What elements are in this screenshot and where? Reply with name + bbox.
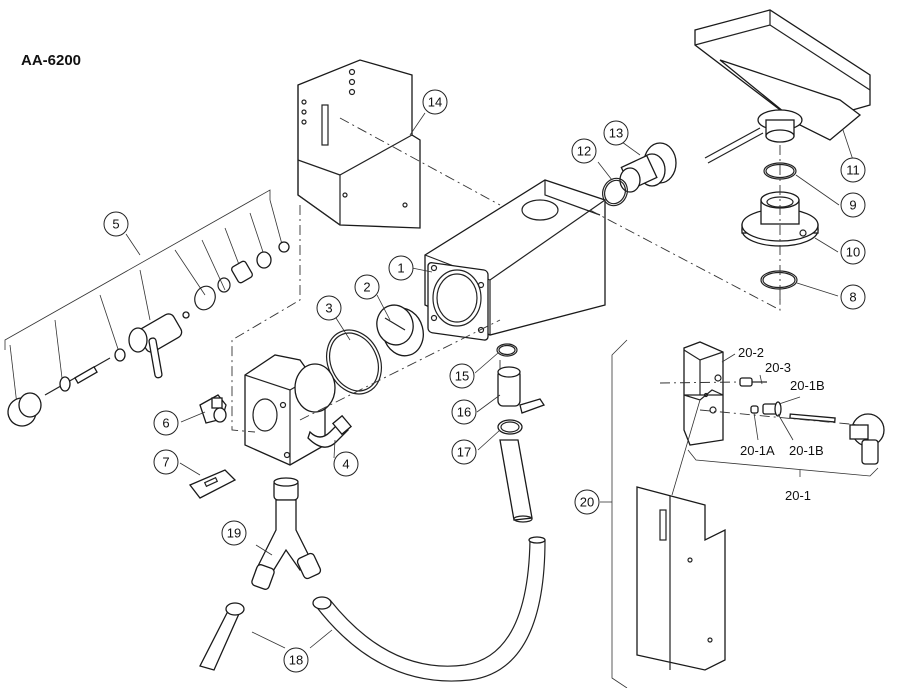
part-14-bracket [297,59,421,229]
pump-head [244,354,336,466]
part-18-tubes [199,536,546,682]
label-20-1: 20-1 [785,488,811,503]
callout-label: 9 [849,198,856,213]
label-20-1b-bottom: 20-1B [789,443,824,458]
part-16-barb-fitting [497,366,545,414]
callout-5: 5 [103,211,129,237]
part-20-block [683,341,724,446]
part-2-cam [376,304,424,357]
part-5-needle-valve-assembly [4,189,290,427]
callout-1: 1 [388,255,414,281]
part-8-o-ring [760,270,798,290]
part-20-group-bracket [611,339,628,688]
callout-label: 16 [457,405,471,420]
part-11-rail-mount [694,9,871,164]
part-20-1-group-bracket [687,449,879,477]
callout-label: 15 [455,369,469,384]
part-7-clip [188,469,237,499]
part-20-1-fittings [739,377,885,465]
part-20-bracket [636,486,726,671]
callout-label: 17 [457,445,471,460]
tube-upper [499,439,533,523]
callout-11: 11 [840,157,866,183]
part-6-elbow-fitting [199,394,227,424]
callout-18: 18 [283,647,309,673]
callout-label: 6 [162,416,169,431]
callout-label: 18 [289,653,303,668]
callout-label: 14 [428,95,442,110]
part-19-y-connector [251,477,322,590]
callout-label: 20 [580,495,594,510]
callout-19: 19 [221,520,247,546]
callout-8: 8 [840,284,866,310]
callout-label: 5 [112,217,119,232]
callout-16: 16 [451,399,477,425]
part-13-plug [619,142,677,193]
label-20-2: 20-2 [738,345,764,360]
callout-label: 1 [397,261,404,276]
callout-3: 3 [316,295,342,321]
callout-10: 10 [840,239,866,265]
callout-label: 19 [227,526,241,541]
callout-label: 10 [846,245,860,260]
callout-7: 7 [153,449,179,475]
part-15-o-ring [496,343,518,357]
callout-label: 8 [849,290,856,305]
callout-9: 9 [840,192,866,218]
callout-label: 4 [342,457,349,472]
part-4-elbow-fitting [307,414,353,448]
callout-15: 15 [449,363,475,389]
label-20-3: 20-3 [765,360,791,375]
callout-13: 13 [603,120,629,146]
part-17-hose-clamp [497,419,523,435]
callout-14: 14 [422,89,448,115]
callout-2: 2 [354,274,380,300]
label-20-1b-top: 20-1B [790,378,825,393]
callout-6: 6 [153,410,179,436]
diagram-title: AA-6200 [21,52,82,69]
label-20-1a: 20-1A [740,443,775,458]
callout-label: 12 [577,144,591,159]
callout-20: 20 [574,489,600,515]
callout-12: 12 [571,138,597,164]
callout-label: 3 [325,301,332,316]
callout-17: 17 [451,439,477,465]
leader-lines [125,112,854,649]
callout-label: 11 [846,163,860,178]
callout-label: 13 [609,126,623,141]
callout-label: 2 [363,280,370,295]
callout-label: 7 [162,455,169,470]
part-1-main-body [424,179,606,341]
callout-4: 4 [333,451,359,477]
part-12-o-ring [602,177,628,207]
